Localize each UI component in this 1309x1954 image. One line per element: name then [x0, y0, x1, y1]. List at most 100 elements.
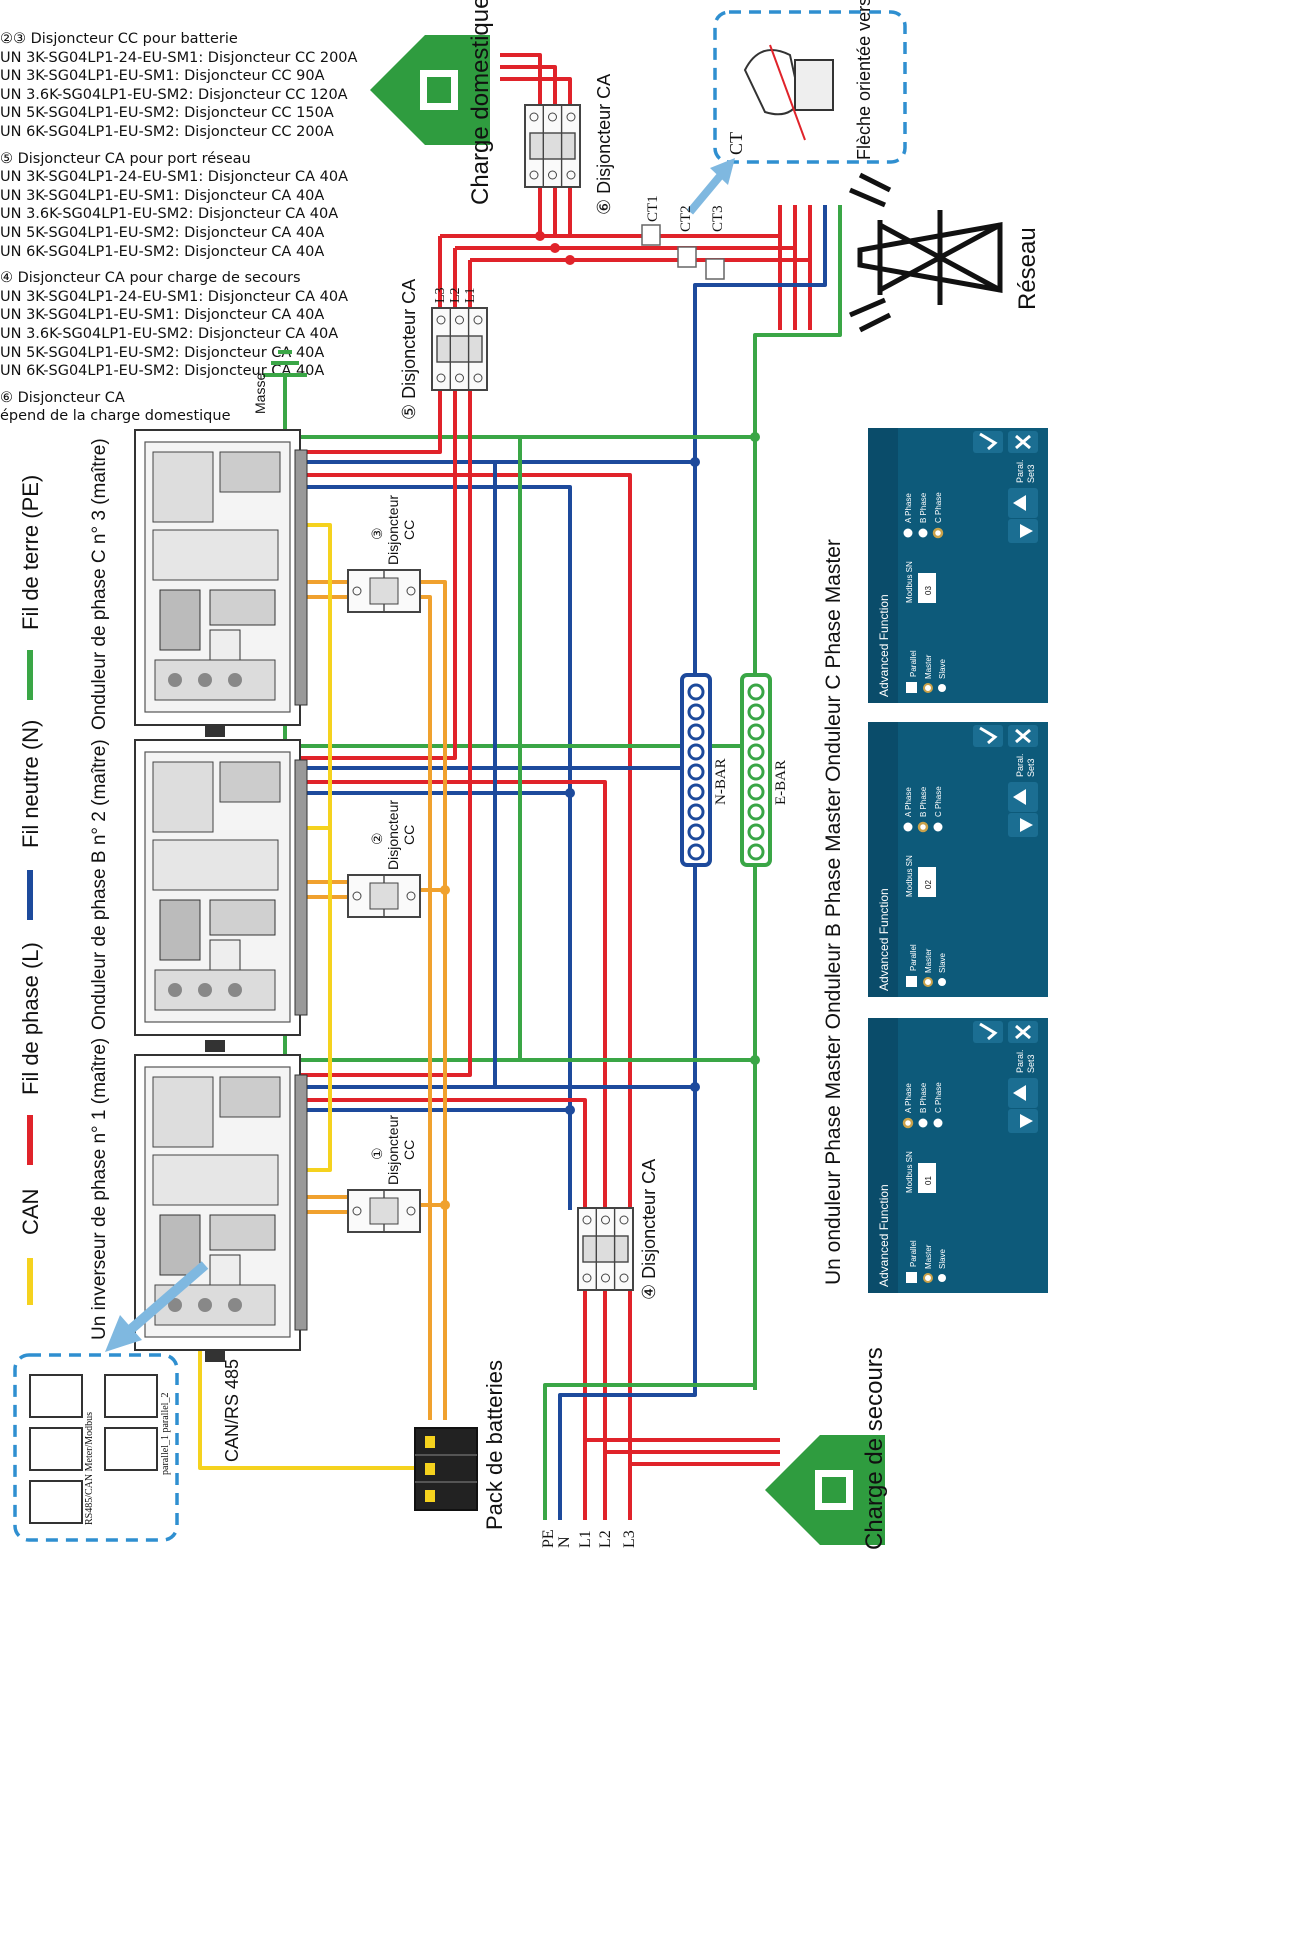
ac-home-heading: ⑥ Disjoncteur CA — [0, 389, 125, 406]
breaker-ca-backup — [577, 1207, 634, 1291]
confirm-button[interactable] — [973, 431, 1003, 453]
ct3-label: CT3 — [710, 205, 726, 232]
parallel-checkbox[interactable] — [906, 976, 917, 987]
ct-sensors — [641, 224, 725, 280]
lcd-panel-bg — [868, 722, 1048, 997]
n-bar — [680, 673, 712, 867]
modbus-label: Modbus SN — [905, 1151, 914, 1193]
master-radio[interactable] — [923, 683, 933, 693]
ground-label: Masse — [252, 373, 268, 414]
dc1-number: ① — [370, 1147, 386, 1160]
battery-pack-icon — [414, 1427, 478, 1511]
master-label: Master — [924, 1244, 933, 1269]
breaker-dc-3 — [347, 569, 421, 613]
dc-battery-line: UN 6K-SG04LP1-EU-SM2: Disjoncteur CC 200… — [0, 123, 334, 140]
modbus-sn-field[interactable] — [918, 1163, 936, 1193]
bus-label-pe: PE — [540, 1529, 557, 1548]
lcd-panel-bg — [868, 1018, 1048, 1293]
slave-radio[interactable] — [938, 684, 946, 692]
breaker-ca-home — [524, 104, 581, 188]
can-rs485-label: CAN/RS 485 — [222, 1359, 242, 1462]
confirm-button[interactable] — [973, 725, 1003, 747]
backup-load-label: Charge de secours — [861, 1347, 888, 1550]
inv2-backup-phase — [290, 780, 607, 1210]
legend-can-label: CAN — [18, 1189, 43, 1235]
phase-radio-c[interactable] — [933, 822, 943, 832]
dc-battery-line: UN 3K-SG04LP1-EU-SM1: Disjoncteur CC 90A — [0, 68, 325, 85]
modbus-sn-field[interactable] — [918, 867, 936, 897]
down-arrow-icon — [1020, 524, 1033, 538]
legend-phase-label: Fil de phase (L) — [18, 942, 43, 1095]
parallel-checkbox[interactable] — [906, 1272, 917, 1283]
lcd-title: Advanced Function — [877, 594, 891, 697]
up-arrow-icon — [1013, 1085, 1026, 1101]
dc-battery-line: UN 3K-SG04LP1-24-EU-SM1: Disjoncteur CC … — [0, 49, 358, 66]
dc3-word: CC — [401, 520, 417, 540]
phase-label-c: C Phase — [934, 786, 943, 817]
dc-wire — [420, 595, 432, 1420]
slave-radio[interactable] — [938, 978, 946, 986]
bottom-caption: Un onduleur Phase Master Onduleur B Phas… — [822, 539, 845, 1285]
phase-radio-c[interactable] — [933, 1118, 943, 1128]
slave-radio[interactable] — [938, 1274, 946, 1282]
bus-label-l3: L3 — [621, 1530, 638, 1548]
phase-radio-b[interactable] — [917, 821, 929, 833]
inverter-label-1: Un inverseur de phase n° 1 (maître) — [89, 1038, 110, 1340]
inverter-label-3: Onduleur de phase C n° 3 (maître) — [89, 438, 110, 730]
inverter-foot — [205, 1350, 225, 1362]
phase-radio-a[interactable] — [903, 528, 913, 538]
phase-label-l2: L2 — [448, 287, 463, 303]
backup-neutral — [558, 1390, 697, 1520]
dc2-word: Disjoncteur — [385, 800, 401, 870]
ac-backup-line: UN 3.6K-SG04LP1-EU-SM2: Disjoncteur CA 4… — [0, 325, 339, 342]
set-label: Set3 — [1026, 464, 1036, 483]
breaker-ca-grid — [431, 307, 488, 391]
e-bar — [740, 673, 772, 867]
phase-radio-a[interactable] — [902, 1117, 914, 1129]
phase-radio-b[interactable] — [918, 528, 928, 538]
n-bar-label: N-BAR — [713, 758, 729, 805]
down-arrow-icon — [1020, 818, 1033, 832]
parallel-label: Parallel — [909, 944, 918, 971]
phase-radio-a[interactable] — [903, 822, 913, 832]
dc2-number: ② — [370, 832, 386, 845]
breaker-ca-grid-label: ⑤ Disjoncteur CA — [399, 279, 419, 420]
parallel-label: Parallel — [909, 650, 918, 677]
master-radio[interactable] — [923, 1273, 933, 1283]
inverter-foot — [205, 725, 225, 737]
bus-label-n: N — [556, 1536, 573, 1548]
master-label: Master — [924, 654, 933, 679]
dc2-word: CC — [401, 825, 417, 845]
ct-pointer-arrowhead — [710, 158, 735, 185]
parallel-checkbox[interactable] — [906, 682, 917, 693]
modbus-label: Modbus SN — [905, 855, 914, 897]
bus-label-l1: L1 — [577, 1530, 594, 1548]
slave-label: Slave — [938, 952, 947, 973]
e-bar-holes — [747, 683, 765, 861]
phase-label-a: A Phase — [904, 493, 913, 523]
legend-earth-label: Fil de terre (PE) — [18, 475, 43, 630]
legend-neutral-label: Fil neutre (N) — [18, 720, 43, 848]
paral-label: Paral. — [1015, 459, 1025, 483]
ac-backup-line: UN 5K-SG04LP1-EU-SM2: Disjoncteur CA 40A — [0, 344, 325, 361]
ac-backup-line: UN 3K-SG04LP1-EU-SM1: Disjoncteur CA 40A — [0, 307, 325, 324]
up-arrow-icon — [1013, 789, 1026, 805]
rj45-bottom-label: parallel_1 parallel_2 — [160, 1393, 171, 1475]
phase-label-b: B Phase — [919, 1082, 928, 1113]
ct2-label: CT2 — [678, 205, 694, 232]
dc1-word: Disjoncteur — [385, 1115, 401, 1185]
confirm-button[interactable] — [973, 1021, 1003, 1043]
breaker-ca-backup-label: ④ Disjoncteur CA — [639, 1159, 659, 1300]
phase-radio-c[interactable] — [932, 527, 944, 539]
backup-earth — [543, 1383, 757, 1520]
breaker-spec-notes: ②③ Disjoncteur CC pour batterie UN 3K-SG… — [0, 30, 440, 426]
ac-grid-line: UN 3.6K-SG04LP1-EU-SM2: Disjoncteur CA 4… — [0, 206, 339, 223]
phase-radio-b[interactable] — [918, 1118, 928, 1128]
paral-label: Paral. — [1015, 1049, 1025, 1073]
modbus-sn-field[interactable] — [918, 573, 936, 603]
ac-home-line: épend de la charge domestique — [0, 408, 231, 425]
master-radio[interactable] — [923, 977, 933, 987]
breaker-dc-2 — [347, 874, 421, 918]
